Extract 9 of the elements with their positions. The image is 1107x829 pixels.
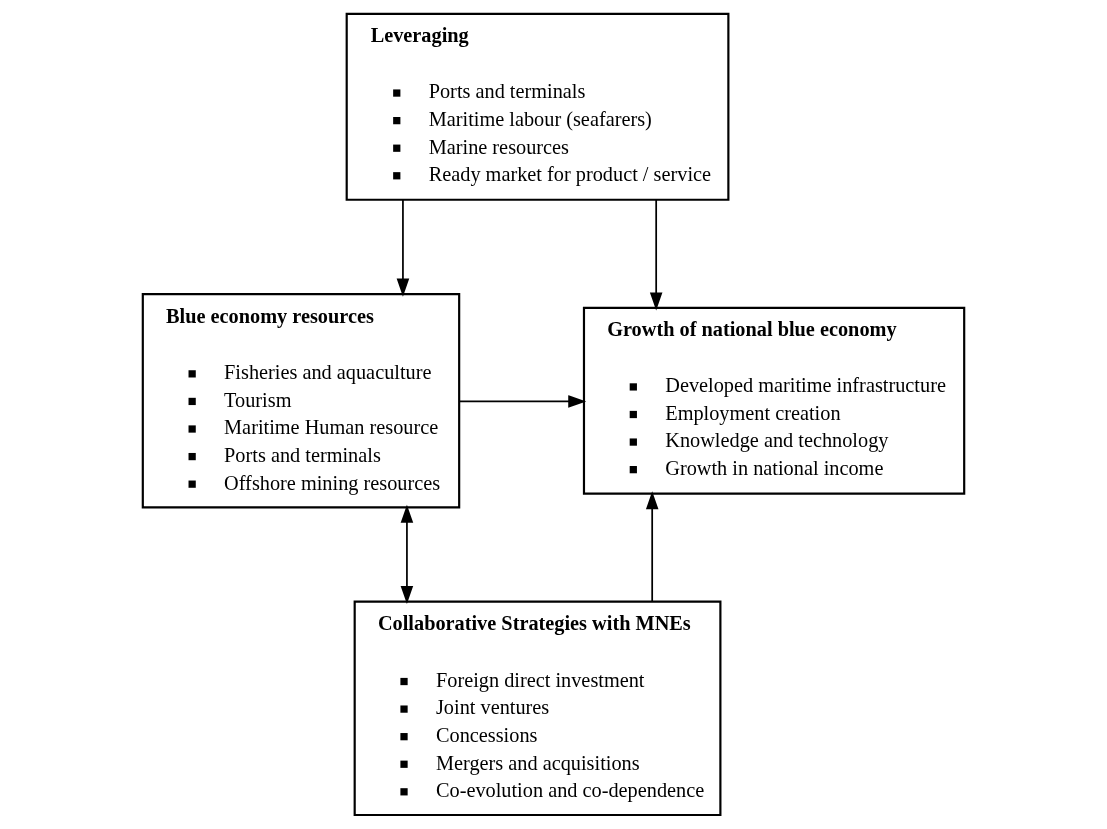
node-box: Growth of national blue economy Developed maritime infrastructure Employment creation Knowledge and technology Growth in national income [582,306,966,495]
arrow [649,198,663,311]
arrow [458,395,587,408]
arrow [645,491,659,603]
node-box: Leveraging Ports and terminals Maritime labour (seafarers) Marine resources Ready market for product / service [345,12,730,201]
arrow [396,198,410,297]
node-box: Blue economy resources Fisheries and aquaculture Tourism Maritime Human resource Ports and terminals Offshore mining resources [141,292,461,509]
node-box: Collaborative Strategies with MNEs Foreign direct investment Joint ventures Concessions Mergers and acquisitions Co-evolution and co-dependence [353,600,722,817]
arrow [400,504,414,604]
